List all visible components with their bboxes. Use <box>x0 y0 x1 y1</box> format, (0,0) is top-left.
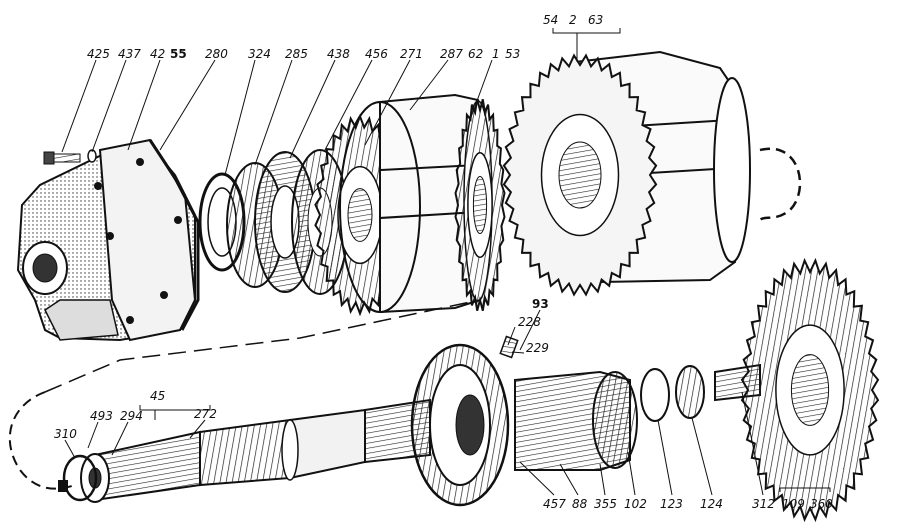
housing-cover <box>16 138 197 342</box>
callout-124: 124 <box>700 497 723 511</box>
callout-437: 437 <box>118 47 141 61</box>
callout-457: 457 <box>543 497 566 511</box>
callout-93: 93 <box>532 297 549 311</box>
callout-271: 271 <box>400 47 423 61</box>
gear-93 <box>410 343 510 507</box>
callout-62: 62 <box>468 47 483 61</box>
callout-53: 53 <box>505 47 520 61</box>
callout-285: 285 <box>285 47 308 61</box>
callout-438: 438 <box>327 47 350 61</box>
snap-ring <box>759 147 802 222</box>
gear-360 <box>740 257 880 523</box>
callout-labels: 425 437 42 55 280 324 285 438 456 271 28… <box>54 13 833 511</box>
callout-63: 63 <box>588 13 603 27</box>
callout-102: 102 <box>624 497 647 511</box>
gasket-280 <box>148 139 200 331</box>
callout-2: 2 <box>569 13 577 27</box>
callout-425: 425 <box>87 47 110 61</box>
callout-45: 45 <box>150 389 165 403</box>
callout-109: 109 <box>782 497 805 511</box>
washer-123 <box>640 368 670 422</box>
gear-54 <box>502 53 658 297</box>
callout-310: 310 <box>54 427 77 441</box>
assembly-path-line <box>8 299 481 490</box>
leader-lines <box>61 28 831 496</box>
callout-355: 355 <box>594 497 617 511</box>
callout-493: 493 <box>90 409 113 423</box>
washer-124 <box>675 365 705 419</box>
callout-55: 55 <box>170 47 187 61</box>
callout-228: 228 <box>518 315 541 329</box>
snap-ring-310 <box>58 454 98 502</box>
bolt-425 <box>43 151 81 165</box>
callout-229: 229 <box>526 341 549 355</box>
callout-287: 287 <box>440 47 463 61</box>
callout-294: 294 <box>120 409 143 423</box>
washer-437 <box>87 149 97 163</box>
callout-1: 1 <box>492 47 500 61</box>
key-228 <box>499 335 519 359</box>
gear-53 <box>454 99 506 311</box>
callout-312: 312 <box>752 497 775 511</box>
callout-456: 456 <box>365 47 388 61</box>
callout-272: 272 <box>194 407 217 421</box>
callout-88: 88 <box>572 497 588 511</box>
callout-54: 54 <box>543 13 558 27</box>
callout-123: 123 <box>660 497 683 511</box>
gear-355 <box>514 370 638 471</box>
main-shaft <box>80 398 431 503</box>
callout-360: 360 <box>810 497 833 511</box>
callout-280: 280 <box>205 47 228 61</box>
callout-324: 324 <box>248 47 271 61</box>
callout-42: 42 <box>150 47 165 61</box>
